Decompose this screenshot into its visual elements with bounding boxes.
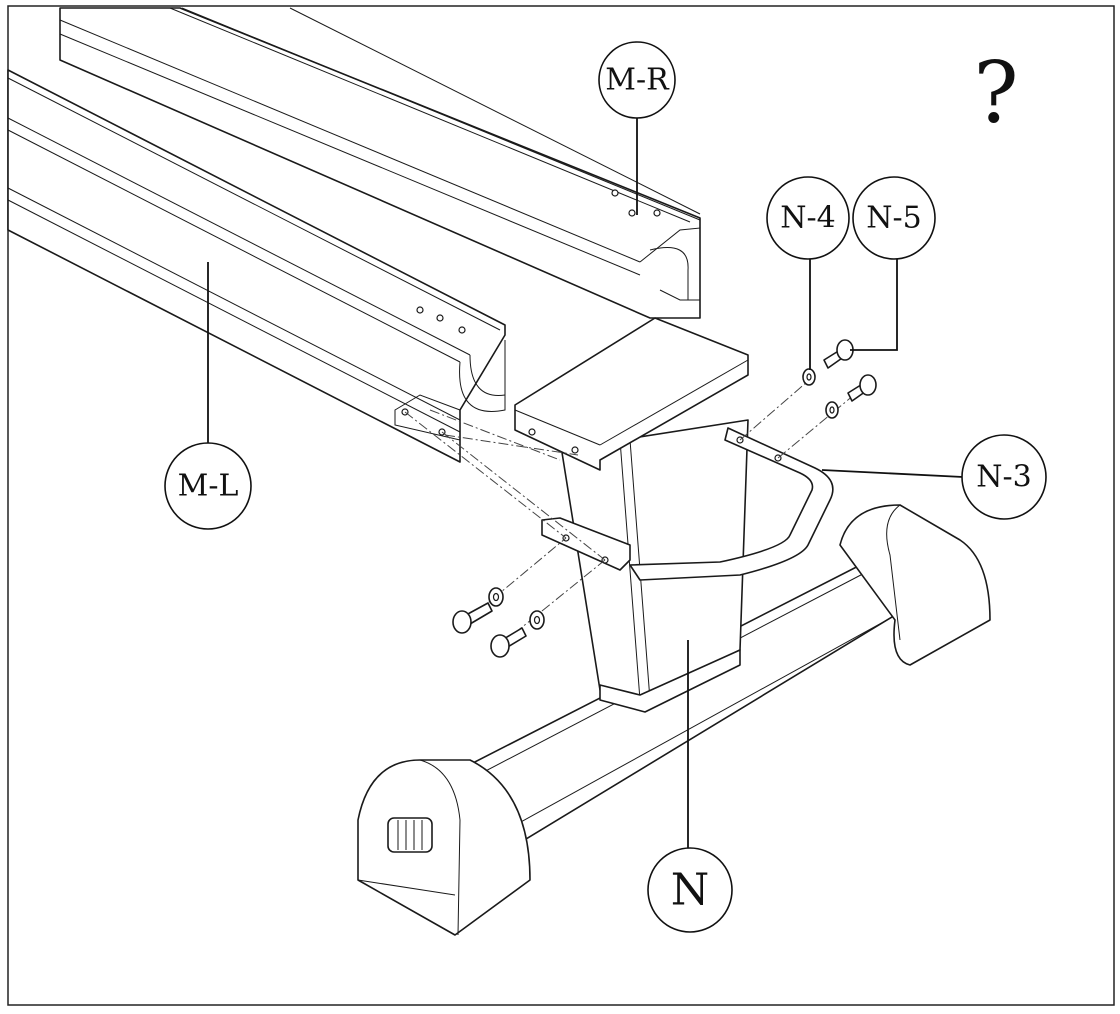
callout-n-4-label: N-4 [780, 201, 835, 236]
rail-m-l [7, 69, 506, 463]
question-mark-icon: ? [973, 44, 1018, 142]
callout-m-l: M-L [164, 442, 252, 530]
callout-m-r: M-R [598, 41, 676, 119]
callout-n-3: N-3 [961, 434, 1047, 520]
callout-n-4: N-4 [766, 176, 850, 260]
upright-post-n [514, 317, 749, 713]
drawing-border [7, 5, 1115, 1006]
callout-n-label: N [671, 865, 710, 916]
callout-n-3-label: N-3 [976, 460, 1031, 495]
callout-m-l-label: M-L [178, 469, 239, 504]
fasteners-left [452, 587, 545, 658]
callout-n-5: N-5 [852, 176, 936, 260]
callout-m-r-label: M-R [605, 63, 670, 98]
callout-n-5-label: N-5 [866, 201, 921, 236]
rail-m-r [59, 7, 701, 319]
leader-lines [207, 118, 964, 852]
callout-n: N [647, 847, 733, 933]
fasteners-right [802, 339, 877, 419]
